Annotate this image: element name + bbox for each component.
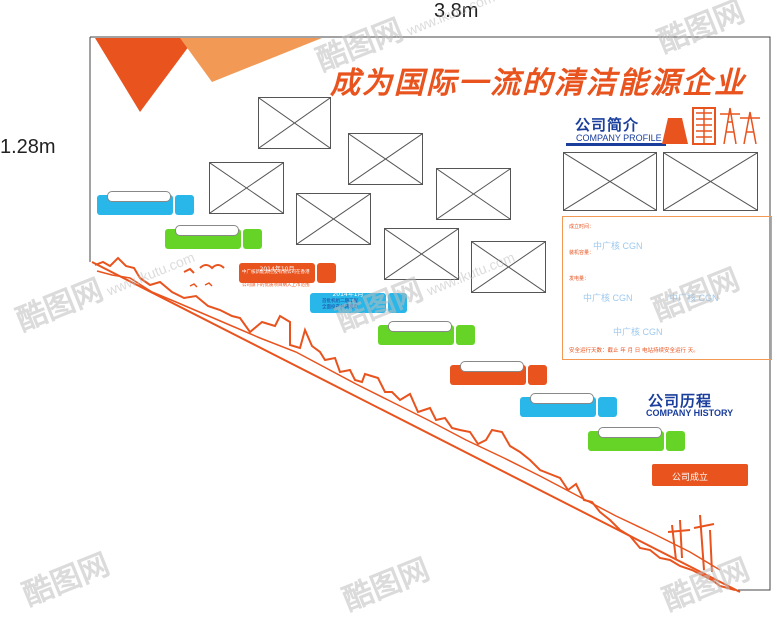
panel-border	[90, 36, 771, 591]
event-desc-line: 公司旗下的优质项目纳入上市范围	[242, 283, 310, 288]
power-station-icon	[662, 107, 760, 145]
slogan-title: 成为国际一流的清洁能源企业	[330, 66, 746, 101]
timeline-tag-green	[378, 321, 475, 345]
bird-icon	[199, 264, 225, 270]
event-desc-line: 全面投产并网发电	[322, 305, 358, 310]
profile-subtitle: COMPANY PROFILE	[576, 133, 662, 143]
history-title: 公司历程	[648, 392, 713, 410]
info-label-output: 发电量：	[569, 276, 590, 282]
width-dimension-label: 3.8m	[434, 0, 479, 22]
profile-title: 公司简介	[575, 116, 640, 134]
timeline-event-tag: 2014年10月 中广核新能源控股有限公司在香港	[239, 263, 336, 283]
timeline-tag-cyan	[97, 191, 194, 215]
height-dimension-label: 1.28m	[0, 136, 56, 158]
corner-triangle-light	[180, 38, 322, 82]
timeline-tag-green	[588, 427, 685, 451]
cgn-logo-mark: 中广核 CGN	[583, 293, 633, 303]
timeline-tag-cyan	[520, 393, 617, 417]
event-date: 2014年1月	[332, 291, 364, 298]
wall-panel-outline	[89, 36, 771, 593]
history-subtitle: COMPANY HISTORY	[646, 408, 734, 418]
photo-placeholder	[663, 152, 758, 211]
event-desc-line: 上市，三江公司作为新能源控股	[242, 277, 305, 282]
founded-label: 公司成立	[672, 473, 709, 483]
event-date: 2014年10月	[259, 266, 295, 273]
company-founded-tag: 公司成立	[652, 464, 748, 486]
profile-underline	[566, 143, 666, 146]
bird-icon	[183, 267, 195, 274]
timeline-tag-green	[165, 225, 262, 249]
info-label-founded: 成立时间：	[569, 224, 595, 230]
timeline-event-tag: 2014年1月 首批机组二期工程 全面投产并网发电	[310, 291, 407, 313]
photo-placeholder	[296, 193, 371, 245]
tower-structures	[667, 514, 715, 573]
photo-placeholder	[348, 133, 423, 185]
photo-placeholder	[563, 152, 657, 211]
cgn-logo-mark: 中广核 CGN	[593, 241, 643, 251]
city-skyline	[94, 256, 736, 591]
event-desc-line: 首批机组二期工程	[322, 299, 358, 304]
bird-icon	[189, 282, 213, 288]
cgn-logo-mark: 中广核 CGN	[669, 293, 719, 303]
info-label-capacity: 装机容量：	[569, 250, 595, 256]
photo-placeholder	[209, 162, 284, 214]
safety-footer-text: 安全运行天数：截止 年 月 日 电站持续安全运行 天。	[569, 348, 699, 354]
photo-placeholder	[436, 168, 511, 220]
photo-placeholder	[471, 241, 546, 293]
company-info-box: 成立时间： 装机容量： 发电量： 中广核 CGN 中广核 CGN 中广核 CGN…	[562, 216, 772, 360]
event-desc-line: 中广核新能源控股有限公司在香港	[242, 270, 310, 275]
corner-triangle-dark	[95, 38, 195, 112]
photo-placeholder	[384, 228, 459, 280]
timeline-tag-orange	[450, 361, 547, 385]
cgn-logo-mark: 中广核 CGN	[613, 327, 663, 337]
photo-placeholder	[258, 97, 331, 149]
